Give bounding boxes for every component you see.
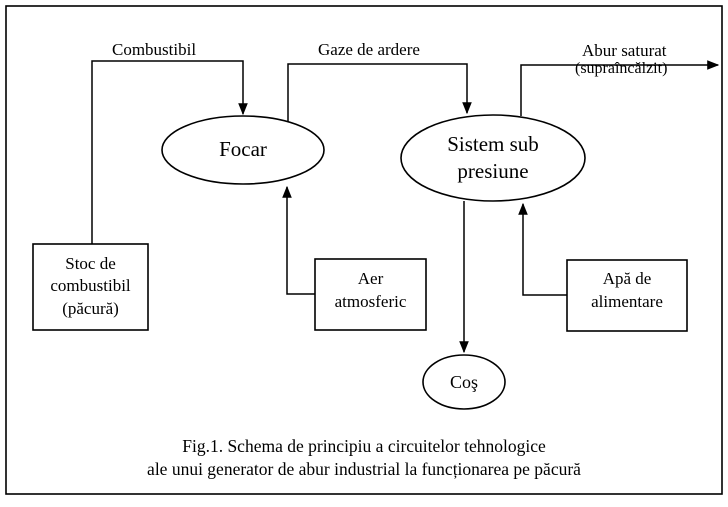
apa-flow — [518, 202, 567, 296]
aer-flow — [282, 185, 315, 295]
aer-text-line2: atmosferic — [334, 292, 407, 311]
focar-ellipse — [161, 115, 325, 185]
figure-frame — [5, 5, 723, 495]
figure-caption-line1: Fig.1. Schema de principiu a circuitelor… — [182, 436, 546, 456]
abur-label-line2: (supraîncălzit) — [575, 60, 668, 77]
stoc-text-line1: Stoc de — [65, 254, 116, 273]
focar-title: Focar — [219, 137, 267, 161]
apa-text-line1: Apă de — [602, 269, 652, 288]
sistem-title-line1: Sistem sub — [447, 132, 539, 156]
abur-flow — [520, 60, 720, 116]
stoc-text-line2: combustibil — [50, 276, 131, 295]
figure-caption-line2: ale unui generator de abur industrial la… — [147, 459, 581, 479]
combustibil-flow — [91, 60, 248, 244]
abur-label-line1: Abur saturat — [582, 41, 667, 60]
sistem-ellipse — [400, 114, 586, 202]
combustibil-label: Combustibil — [112, 40, 197, 59]
aer-text-line1: Aer — [357, 269, 384, 288]
apa-text-line2: alimentare — [591, 292, 663, 311]
gaze-label: Gaze de ardere — [318, 40, 420, 59]
cos-title: Coş — [449, 372, 478, 392]
gaze-flow — [287, 63, 472, 122]
cos-ellipse — [422, 354, 506, 410]
stoc-text-line3: (păcură) — [62, 299, 119, 318]
stoc-box — [32, 243, 149, 331]
sistem-title-line2: presiune — [457, 159, 529, 183]
